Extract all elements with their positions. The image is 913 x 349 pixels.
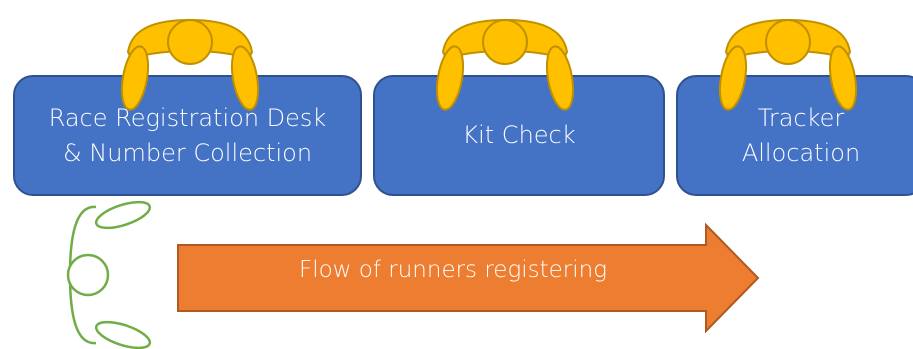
station-registration-desk: Race Registration Desk & Number Collecti… bbox=[13, 75, 362, 196]
station-kit-label: Kit Check bbox=[462, 121, 576, 150]
station-kit-check: Kit Check bbox=[373, 75, 665, 196]
station-tracker-allocation: Tracker Allocation bbox=[676, 75, 913, 196]
station-tracker-label: Tracker Allocation bbox=[741, 103, 861, 167]
station-registration-label: Race Registration Desk & Number Collecti… bbox=[48, 103, 327, 167]
flow-arrow-label: Flow of runners registering bbox=[298, 257, 608, 283]
runner-icon bbox=[66, 200, 152, 349]
